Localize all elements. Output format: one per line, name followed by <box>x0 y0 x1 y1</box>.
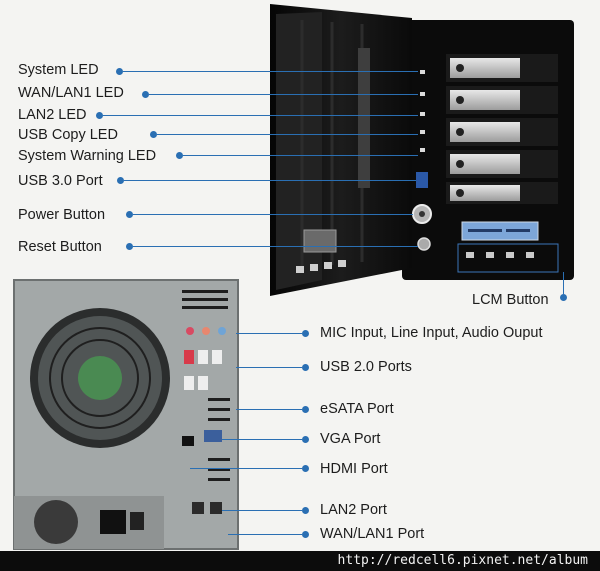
system-led-dot <box>116 68 123 75</box>
usb3-port-label: USB 3.0 Port <box>18 173 103 189</box>
system-led-label: System LED <box>18 62 99 78</box>
wan-lan1-led-dot <box>142 91 149 98</box>
vga-port-label: VGA Port <box>320 431 381 447</box>
power-button-label: Power Button <box>18 207 106 223</box>
vga-port-leader <box>222 439 302 440</box>
watermark-url: http://redcell6.pixnet.net/album <box>337 553 588 568</box>
lan2-port-dot <box>302 507 309 514</box>
system-led-leader <box>123 71 418 72</box>
lcm-button-dot <box>560 294 567 301</box>
esata-port-label: eSATA Port <box>320 401 394 417</box>
lan2-led-dot <box>96 112 103 119</box>
reset-button-label: Reset Button <box>18 239 102 255</box>
usb3-port-dot <box>117 177 124 184</box>
audio-leader <box>236 333 302 334</box>
wan-lan1-port-dot <box>302 531 309 538</box>
lcm-button-leader <box>563 272 564 294</box>
audio-label: MIC Input, Line Input, Audio Ouput <box>320 325 543 341</box>
lan2-led-leader <box>103 115 418 116</box>
usb-copy-led-leader <box>157 134 418 135</box>
hdmi-port-leader <box>190 468 302 469</box>
rear-nas-panel <box>13 279 239 550</box>
usb2-ports-dot <box>302 364 309 371</box>
hdmi-port-dot <box>302 465 309 472</box>
esata-port-leader <box>236 409 302 410</box>
wan-lan1-port-label: WAN/LAN1 Port <box>320 526 425 542</box>
power-button-leader <box>133 214 413 215</box>
usb2-ports-leader <box>236 367 302 368</box>
lan2-port-leader <box>222 510 302 511</box>
system-warning-led-dot <box>176 152 183 159</box>
wan-lan1-led-label: WAN/LAN1 LED <box>18 85 124 101</box>
lan2-led-label: LAN2 LED <box>18 107 87 123</box>
usb2-ports-label: USB 2.0 Ports <box>320 359 412 375</box>
hdmi-port-label: HDMI Port <box>320 461 388 477</box>
watermark-bar: http://redcell6.pixnet.net/album <box>0 551 600 571</box>
reset-button-dot <box>126 243 133 250</box>
system-warning-led-leader <box>183 155 418 156</box>
wan-lan1-led-leader <box>149 94 418 95</box>
lan2-port-label: LAN2 Port <box>320 502 387 518</box>
power-button-dot <box>126 211 133 218</box>
usb3-port-leader <box>124 180 416 181</box>
front-nas-unit <box>270 4 574 296</box>
reset-button-leader <box>133 246 418 247</box>
vga-port-dot <box>302 436 309 443</box>
system-warning-led-label: System Warning LED <box>18 148 157 164</box>
esata-port-dot <box>302 406 309 413</box>
lcm-button-label: LCM Button <box>472 292 549 308</box>
usb-copy-led-label: USB Copy LED <box>18 127 118 143</box>
usb-copy-led-dot <box>150 131 157 138</box>
wan-lan1-port-leader <box>228 534 302 535</box>
audio-dot <box>302 330 309 337</box>
